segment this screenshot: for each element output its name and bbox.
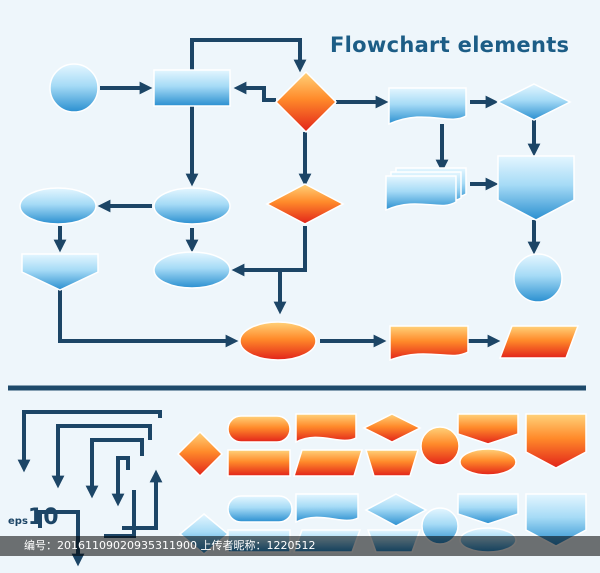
document-shape xyxy=(295,493,359,524)
connector-circle-shape xyxy=(420,426,460,466)
eps-label: eps xyxy=(8,516,28,527)
terminal-ellipse-shape xyxy=(153,187,231,225)
document-shape xyxy=(389,325,469,362)
eps-badge: eps10 xyxy=(8,505,59,530)
connector xyxy=(273,268,298,315)
terminal-ellipse-shape xyxy=(459,448,517,476)
start-circle-shape xyxy=(49,63,99,113)
arrow-element xyxy=(122,469,163,530)
offpage-connector-shape xyxy=(525,413,587,469)
arrow-element xyxy=(17,410,162,473)
trapezoid-shape xyxy=(364,449,420,477)
document-shape xyxy=(295,413,357,444)
multi-document-shape xyxy=(385,175,457,212)
decision-diamond-shape xyxy=(364,493,428,527)
eps-version: 10 xyxy=(27,505,59,530)
decision-diamond-shape xyxy=(265,183,345,225)
connector xyxy=(190,38,307,73)
decision-diamond-shape xyxy=(176,430,224,478)
connector xyxy=(233,81,276,102)
manual-operation-shape xyxy=(21,253,99,291)
diagram-title: Flowchart elements xyxy=(330,33,570,57)
decision-diamond-shape xyxy=(274,70,338,134)
document-shape xyxy=(388,87,467,126)
offpage-connector-shape xyxy=(457,493,519,525)
offpage-connector-shape xyxy=(457,413,519,445)
process-box-shape xyxy=(227,449,291,477)
data-parallelogram-shape xyxy=(498,325,580,359)
arrow-element xyxy=(111,456,130,507)
arrow-element xyxy=(51,424,152,489)
terminal-ellipse-shape xyxy=(19,187,97,225)
watermark-bar: 编号：20161109020935311900 上传者昵称：1220512 xyxy=(0,536,600,556)
terminal-ellipse-shape xyxy=(239,321,317,361)
offpage-connector-shape xyxy=(497,155,575,221)
arrow-element xyxy=(85,438,144,499)
decision-diamond-shape xyxy=(496,83,572,121)
terminal-rounded-shape xyxy=(227,415,291,443)
data-parallelogram-shape xyxy=(292,449,364,477)
process-box-shape xyxy=(153,69,231,107)
connector xyxy=(58,288,239,348)
connector xyxy=(231,226,307,277)
terminal-ellipse-shape xyxy=(153,251,231,289)
decision-diamond-shape xyxy=(362,413,422,443)
terminal-rounded-shape xyxy=(227,495,293,523)
end-circle-shape xyxy=(513,253,563,303)
